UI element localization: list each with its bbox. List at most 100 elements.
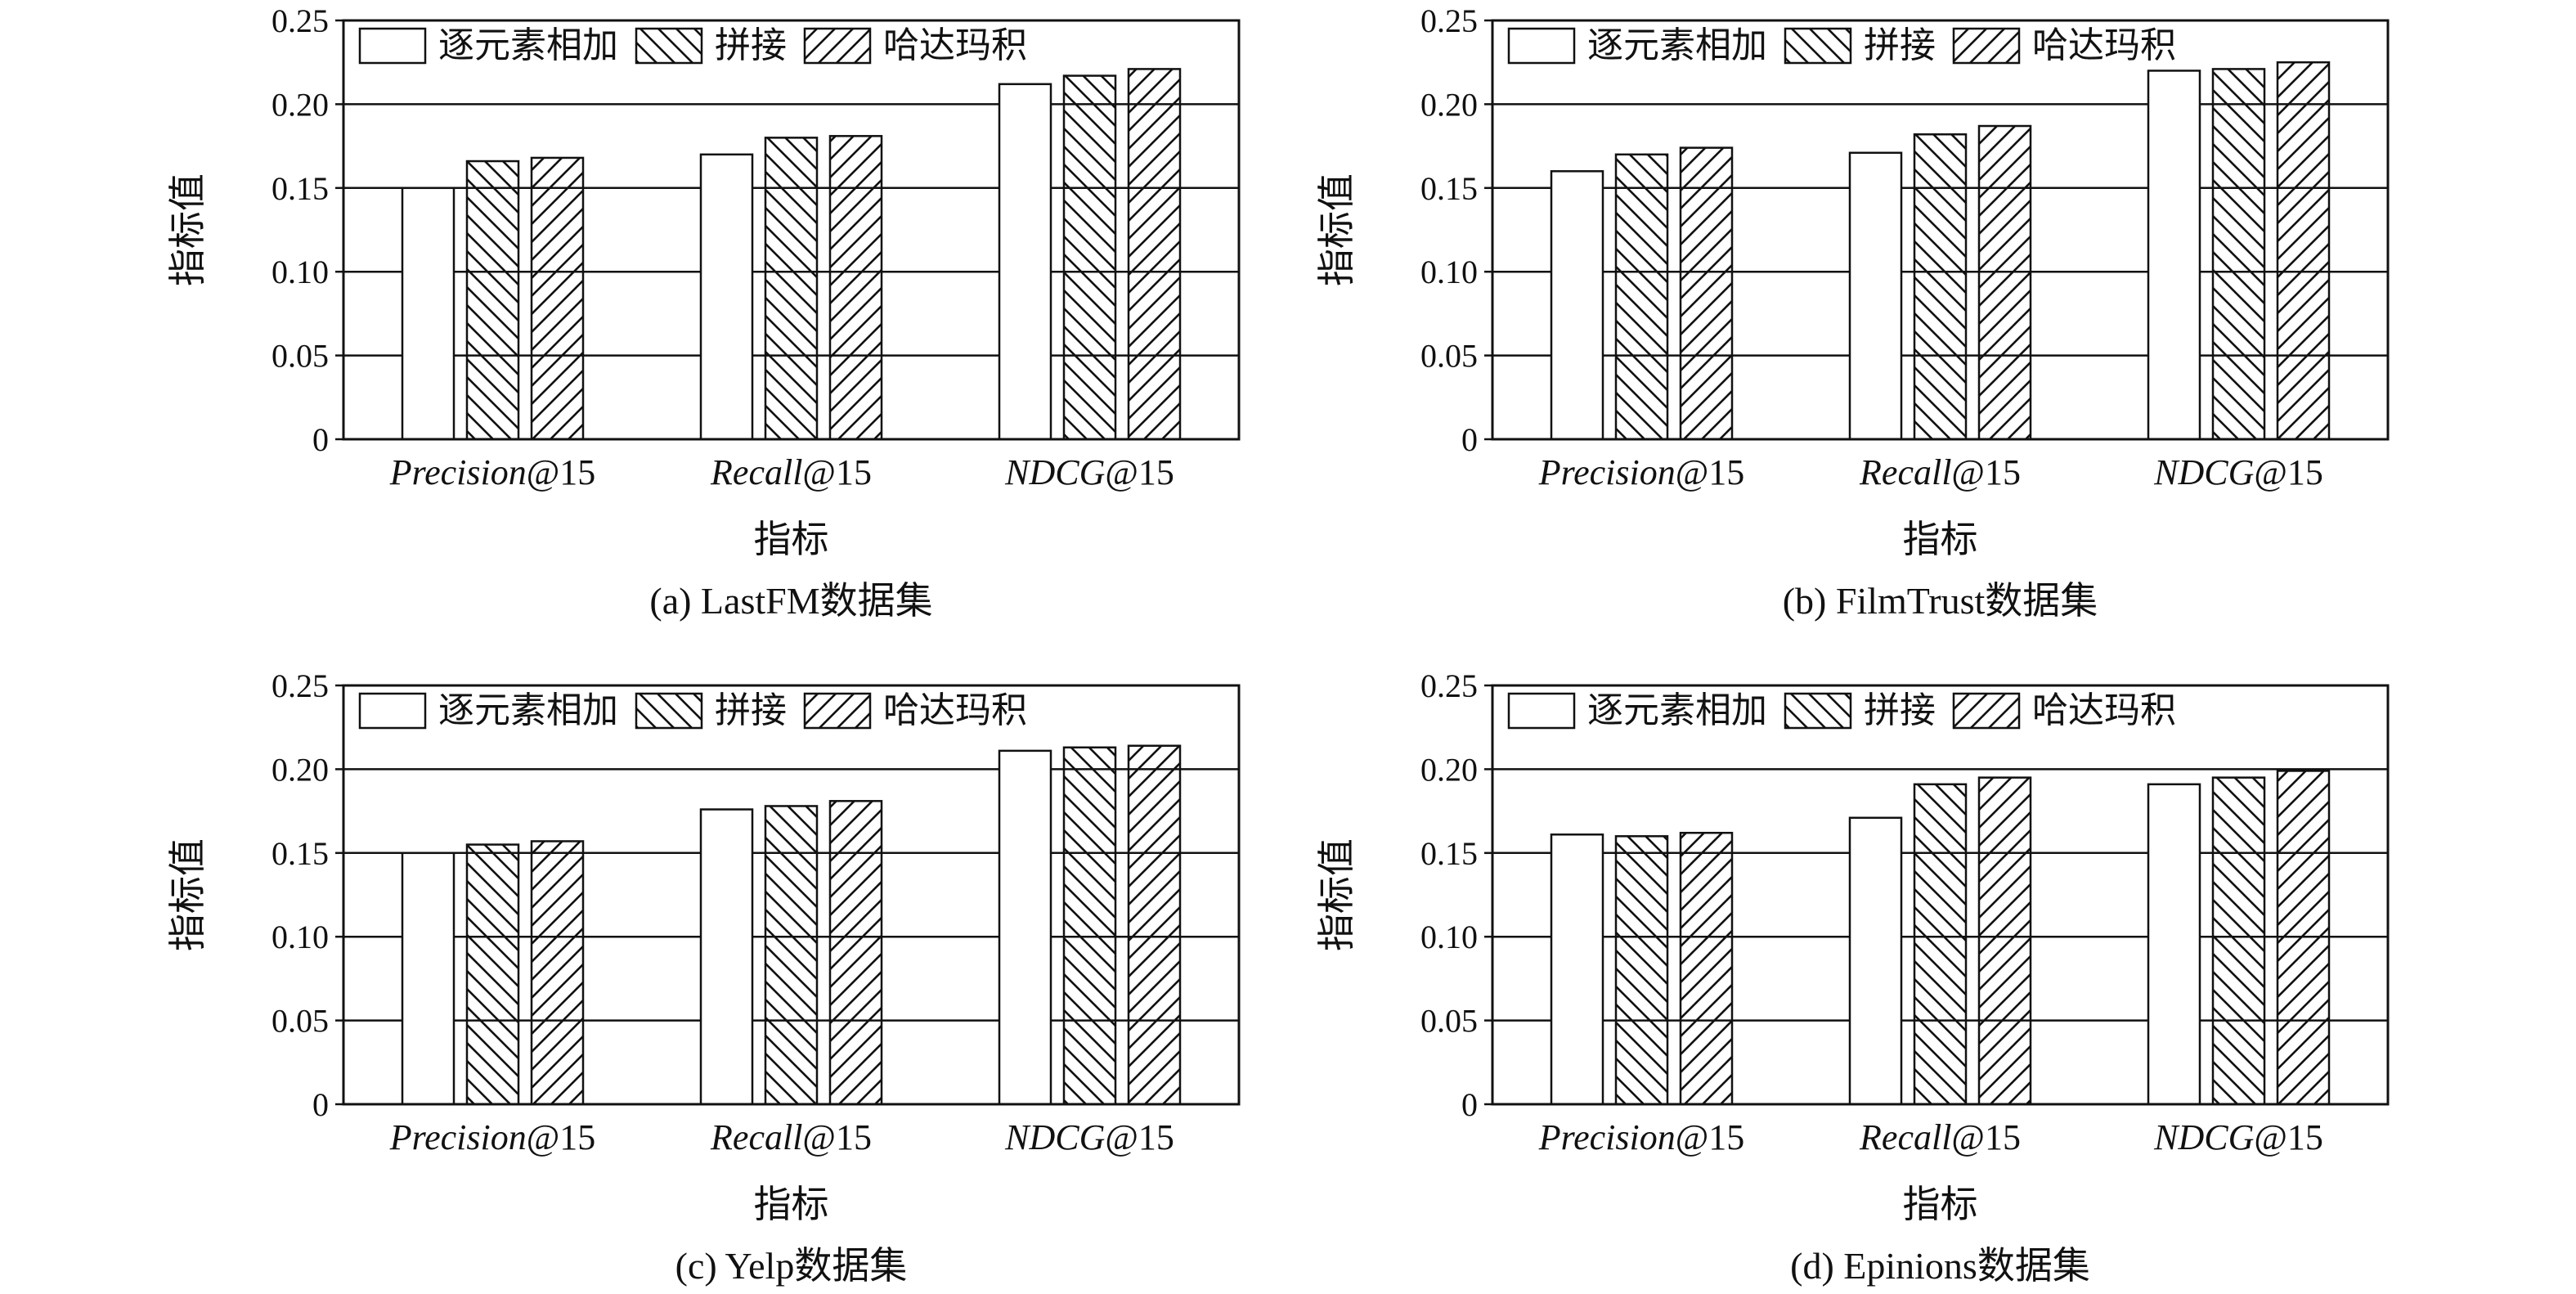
legend-swatch-2	[1784, 27, 1852, 65]
bar-2-1	[1614, 153, 1669, 441]
y-tick-label: 0.05	[1420, 338, 1478, 375]
panel-caption: (a) LastFM数据集	[649, 580, 932, 622]
y-tick-label: 0.10	[272, 919, 329, 955]
y-tick-label: 0.15	[272, 835, 329, 872]
y-tick-label: 0.25	[272, 667, 329, 704]
bar-2-2	[1913, 133, 1968, 441]
x-tick-label: Recall@15	[1859, 452, 2021, 492]
legend-label-2: 拼接	[1864, 25, 1936, 65]
y-tick-label: 0	[1461, 421, 1478, 458]
bar-3-2	[828, 135, 883, 441]
bar-2-3	[1062, 74, 1117, 441]
y-tick-label: 0.10	[272, 254, 329, 290]
bar-3-1	[1679, 146, 1734, 441]
legend-swatch-2	[635, 692, 703, 730]
bar-2-1	[465, 843, 520, 1106]
bar-2-2	[1913, 783, 1968, 1106]
legend-swatch-3	[1952, 692, 2021, 730]
bar-2-3	[1062, 746, 1117, 1106]
bar-3-2	[1977, 124, 2032, 441]
plot-frame	[1491, 684, 2390, 1106]
bar-2-2	[764, 137, 819, 441]
legend-swatch-1	[358, 692, 427, 730]
x-axis-title: 指标	[1903, 519, 1978, 560]
y-tick-label: 0.20	[272, 751, 329, 788]
legend-label-1: 逐元素相加	[1587, 25, 1767, 65]
legend-swatch-3	[803, 692, 872, 730]
legend-label-1: 逐元素相加	[438, 25, 618, 65]
panel-caption: (c) Yelp数据集	[675, 1245, 908, 1287]
y-tick-label: 0.15	[272, 170, 329, 207]
bar-3-1	[1679, 831, 1734, 1106]
plot-frame	[1491, 19, 2390, 441]
bar-1-1	[1550, 833, 1604, 1106]
x-axis-title: 指标	[754, 1184, 829, 1225]
bar-3-2	[1977, 776, 2032, 1106]
y-axis-title: 指标值	[167, 838, 209, 951]
x-tick-label: Recall@15	[710, 452, 872, 492]
bar-3-1	[530, 156, 585, 441]
bar-2-1	[1614, 835, 1669, 1106]
x-tick-label: Precision@15	[389, 452, 596, 492]
plot-frame	[342, 19, 1241, 441]
y-tick-label: 0.25	[1420, 667, 1478, 704]
bar-3-3	[2276, 61, 2331, 441]
bar-2-2	[764, 805, 819, 1106]
bar-1-3	[998, 83, 1052, 441]
legend-swatch-3	[1952, 27, 2021, 65]
y-tick-label: 0.20	[1420, 751, 1478, 788]
legend-label-3: 哈达玛积	[883, 690, 1027, 730]
y-tick-label: 0.15	[1420, 835, 1478, 872]
x-tick-label: NDCG@15	[2153, 1117, 2323, 1157]
panel-caption: (b) FilmTrust数据集	[1783, 580, 2098, 622]
legend-swatch-3	[803, 27, 872, 65]
bar-1-1	[1550, 170, 1604, 441]
x-tick-label: NDCG@15	[2153, 452, 2323, 492]
y-tick-label: 0.15	[1420, 170, 1478, 207]
legend-swatch-2	[1784, 692, 1852, 730]
bar-1-2	[699, 808, 754, 1106]
legend-swatch-1	[1507, 692, 1576, 730]
x-axis-title: 指标	[1903, 1184, 1978, 1225]
y-axis-title: 指标值	[167, 173, 209, 286]
x-tick-label: Precision@15	[1538, 1117, 1745, 1157]
x-tick-label: Recall@15	[1859, 1117, 2021, 1157]
x-tick-label: NDCG@15	[1004, 452, 1174, 492]
y-axis-title: 指标值	[1316, 838, 1358, 951]
y-tick-label: 0.20	[272, 86, 329, 123]
x-tick-label: NDCG@15	[1004, 1117, 1174, 1157]
y-tick-label: 0	[312, 1086, 329, 1123]
bar-2-1	[465, 160, 520, 441]
bar-1-2	[699, 153, 754, 441]
legend-label-3: 哈达玛积	[2032, 25, 2176, 65]
bar-1-2	[1848, 151, 1903, 441]
legend-swatch-2	[635, 27, 703, 65]
legend-label-2: 拼接	[715, 690, 787, 730]
bar-2-3	[2211, 776, 2266, 1106]
bar-1-2	[1848, 816, 1903, 1106]
x-axis-title: 指标	[754, 519, 829, 560]
legend-swatch-1	[1507, 27, 1576, 65]
bar-3-1	[530, 840, 585, 1106]
y-tick-label: 0.05	[272, 338, 329, 375]
x-tick-label: Precision@15	[1538, 452, 1745, 492]
y-tick-label: 0.05	[1420, 1003, 1478, 1040]
bar-1-3	[2147, 783, 2201, 1106]
bar-1-3	[2147, 70, 2201, 441]
bar-3-2	[828, 800, 883, 1106]
y-tick-label: 0.05	[272, 1003, 329, 1040]
y-tick-label: 0.10	[1420, 919, 1478, 955]
legend-label-3: 哈达玛积	[883, 25, 1027, 65]
y-tick-label: 0	[312, 421, 329, 458]
bar-3-3	[1127, 744, 1182, 1106]
y-axis-title: 指标值	[1316, 173, 1358, 286]
panel-caption: (d) Epinions数据集	[1790, 1245, 2090, 1287]
legend-swatch-1	[358, 27, 427, 65]
x-tick-label: Recall@15	[710, 1117, 872, 1157]
x-tick-label: Precision@15	[389, 1117, 596, 1157]
